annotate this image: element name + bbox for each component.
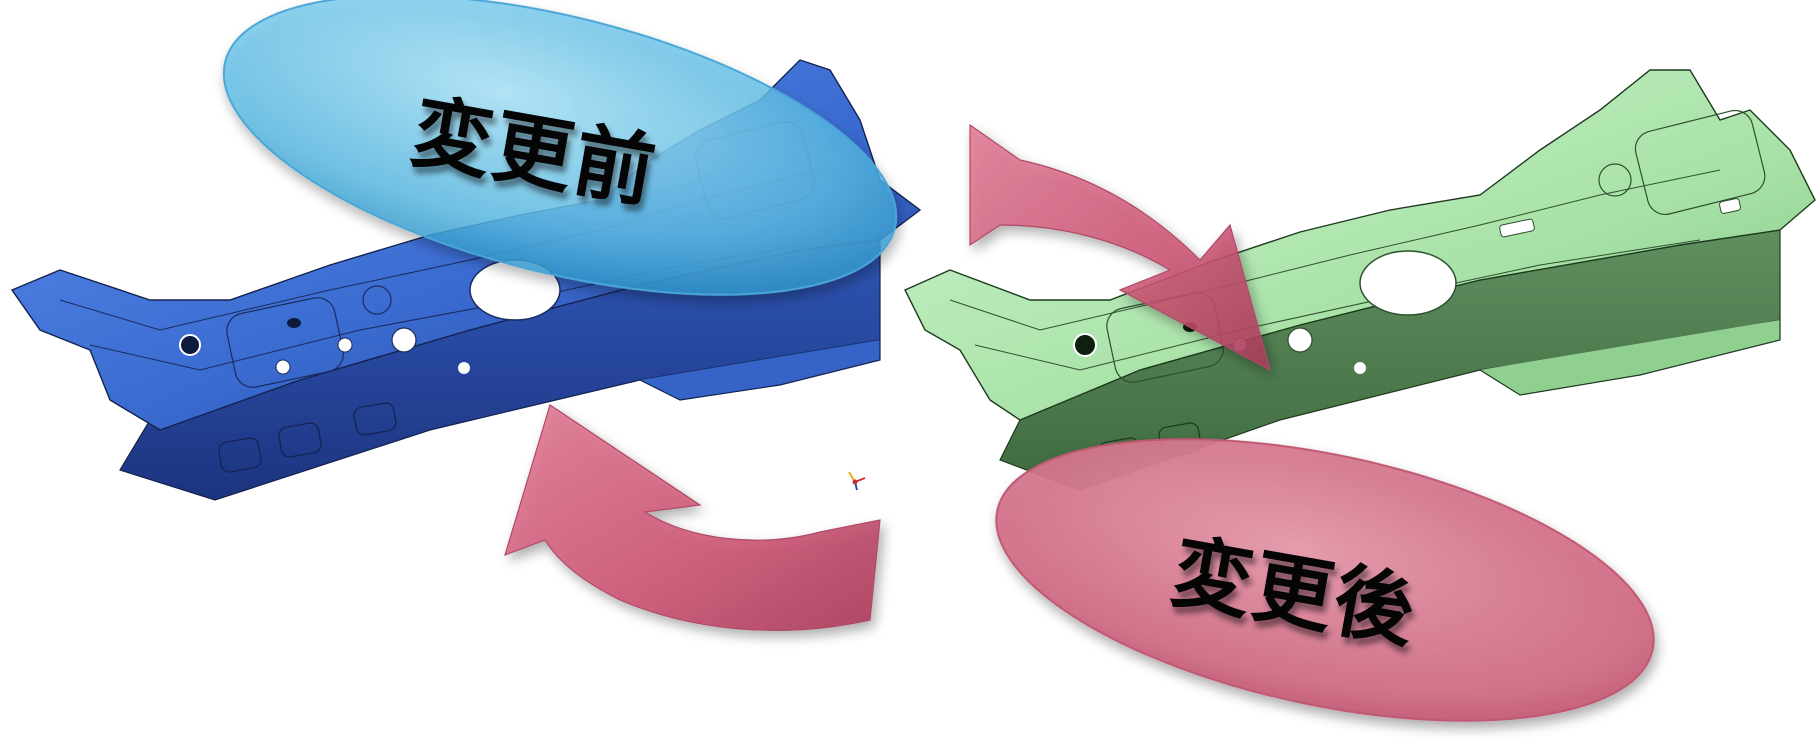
after-part	[904, 69, 1816, 491]
after-ellipse	[995, 438, 1655, 722]
before-ellipse	[222, 0, 898, 296]
arrow-forward	[969, 123, 1271, 372]
arrow-back	[504, 404, 881, 632]
xyz-axis-icon	[848, 471, 866, 491]
